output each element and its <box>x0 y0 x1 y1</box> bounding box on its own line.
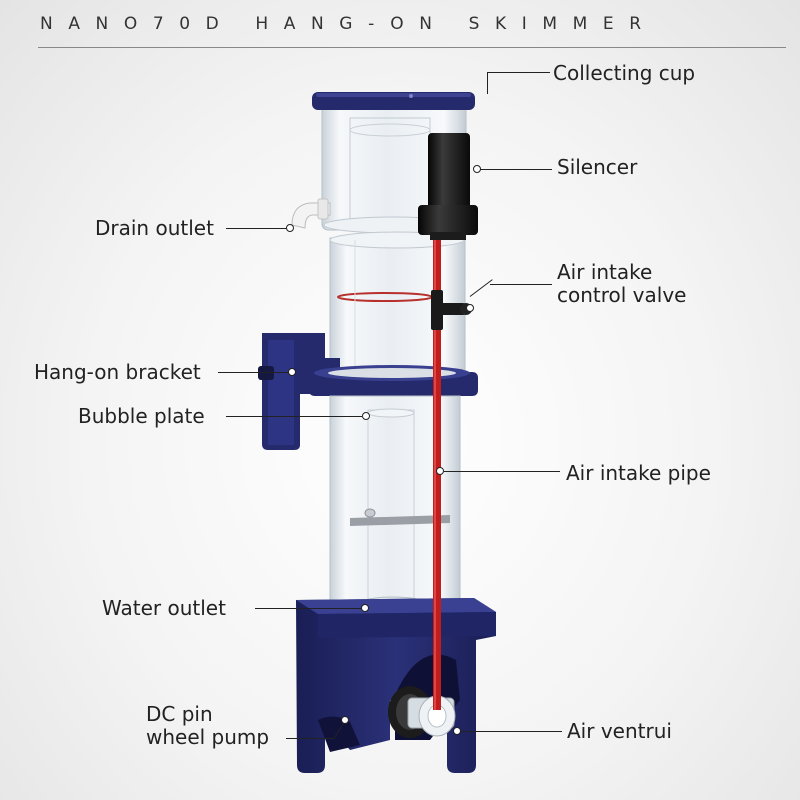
label-hang-on-bracket: Hang-on bracket <box>34 360 201 384</box>
label-silencer: Silencer <box>557 155 638 179</box>
marker-drain-outlet <box>286 224 294 232</box>
pump-base <box>296 598 496 773</box>
leader-dc-pump <box>286 738 334 739</box>
pump-motor <box>388 686 456 738</box>
marker-bubble-plate <box>362 412 370 420</box>
marker-hang-on-bracket <box>288 368 296 376</box>
marker-air-intake-pipe <box>436 467 444 475</box>
label-drain-outlet: Drain outlet <box>95 216 214 240</box>
label-collecting-cup: Collecting cup <box>553 61 696 85</box>
leader-air-venturi <box>460 731 562 732</box>
marker-air-venturi <box>453 727 461 735</box>
leader-collecting-cup <box>487 72 550 73</box>
label-water-outlet: Water outlet <box>102 596 226 620</box>
leader-air-intake-valve <box>490 284 552 285</box>
leader-silencer <box>480 169 552 170</box>
marker-water-outlet <box>361 604 369 612</box>
label-dc-pump: DC pin wheel pump <box>146 702 270 749</box>
marker-silencer <box>473 165 481 173</box>
label-air-intake-valve: Air intake control valve <box>557 260 687 307</box>
marker-dc-pump <box>341 716 349 724</box>
title-divider <box>38 47 786 48</box>
leader-hang-on-bracket <box>218 372 288 373</box>
middle-collar <box>309 365 478 396</box>
leader-air-intake-pipe <box>444 471 560 472</box>
label-air-venturi: Air ventrui <box>567 719 672 743</box>
marker-air-intake-valve <box>466 304 474 312</box>
leader-water-outlet <box>255 608 361 609</box>
label-bubble-plate: Bubble plate <box>78 404 205 428</box>
leader-drain-outlet <box>226 228 288 229</box>
leader-collecting-cup-vert <box>487 72 488 94</box>
leader-bubble-plate <box>226 416 362 417</box>
silencer <box>418 133 478 240</box>
label-air-intake-pipe: Air intake pipe <box>566 461 711 485</box>
drain-outlet-pipe <box>291 198 331 229</box>
page-title: NANO70D HANG-ON SKIMMER <box>40 14 657 34</box>
